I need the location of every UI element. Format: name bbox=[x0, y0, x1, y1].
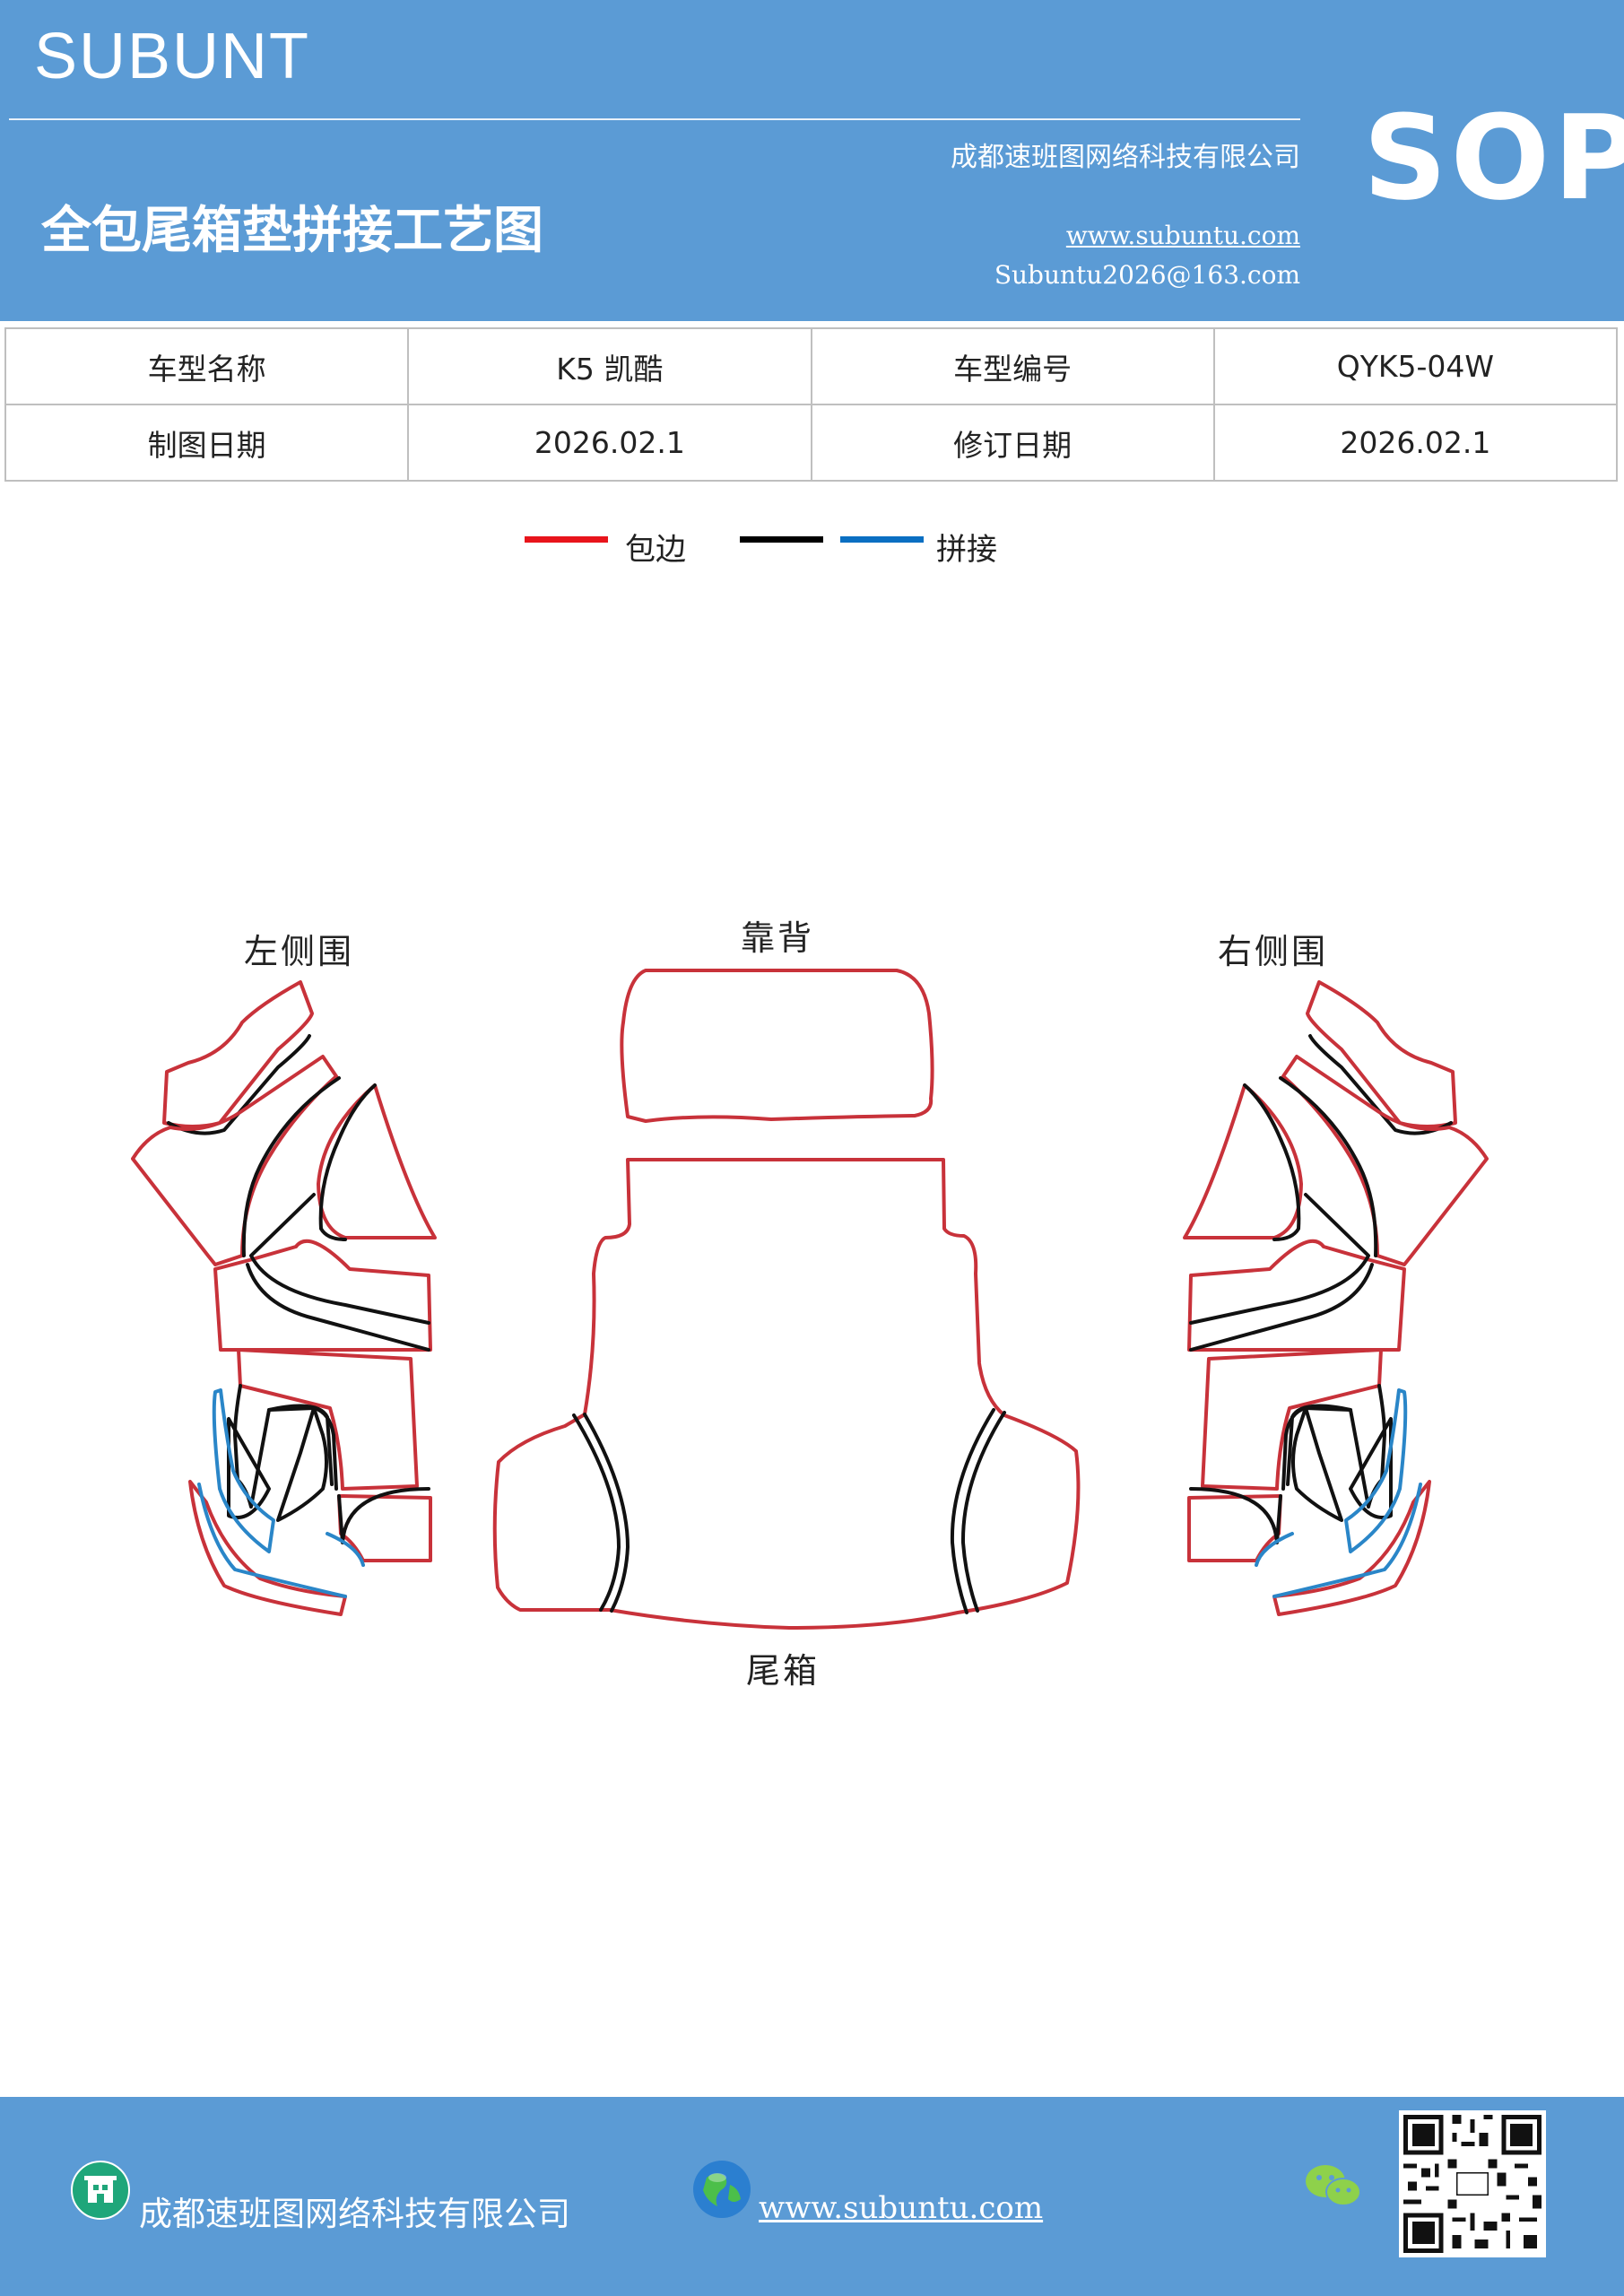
trunk-seam-left-2 bbox=[583, 1413, 630, 1613]
header-divider bbox=[9, 118, 1300, 120]
brand-name: SUBUNT bbox=[34, 21, 311, 92]
legend-label-splice: 拼接 bbox=[936, 532, 997, 568]
right-side-panel bbox=[1183, 980, 1489, 1616]
left-side-panel bbox=[131, 980, 437, 1616]
table-cell: 修订日期 bbox=[810, 404, 1215, 482]
trunk-seam-left bbox=[572, 1413, 621, 1612]
trunk-seam-right bbox=[950, 1408, 995, 1614]
legend-label-edge: 包边 bbox=[625, 532, 686, 568]
building-icon bbox=[71, 2161, 130, 2220]
document-title: 全包尾箱垫拼接工艺图 bbox=[41, 202, 543, 260]
legend-swatch-edge bbox=[525, 536, 608, 543]
footer-website-link[interactable]: www.subuntu.com bbox=[759, 2190, 1044, 2226]
qr-code[interactable] bbox=[1399, 2110, 1546, 2257]
trunk-floor-piece bbox=[492, 1158, 1081, 1630]
email-address: Subuntu2026@163.com bbox=[994, 260, 1300, 290]
pattern-drawing bbox=[131, 969, 1489, 1630]
company-name: 成都速班图网络科技有限公司 bbox=[951, 142, 1300, 173]
legend-swatch-seam bbox=[740, 536, 823, 543]
sop-badge: SOP bbox=[1363, 90, 1624, 226]
table-cell: 2026.02.1 bbox=[1212, 404, 1619, 482]
line-legend: 包边 拼接 bbox=[0, 525, 1624, 578]
backrest-piece bbox=[620, 969, 934, 1123]
trunk-seam-right-2 bbox=[960, 1411, 1006, 1613]
wechat-icon[interactable] bbox=[1302, 2160, 1365, 2213]
table-row: 车型名称 K5 凯酷 车型编号 QYK5-04W bbox=[4, 327, 1619, 405]
label-backrest: 靠背 bbox=[741, 918, 815, 958]
trunk-mat-diagram: 左侧围 靠背 右侧围 尾箱 bbox=[0, 861, 1624, 1713]
footer-company-name: 成都速班图网络科技有限公司 bbox=[139, 2195, 570, 2233]
label-left-side: 左侧围 bbox=[244, 932, 355, 971]
table-cell: 2026.02.1 bbox=[407, 404, 812, 482]
label-right-side: 右侧围 bbox=[1218, 932, 1329, 971]
table-cell: 制图日期 bbox=[4, 404, 410, 482]
footer-banner: 成都速班图网络科技有限公司 www.subuntu.com bbox=[0, 2097, 1624, 2296]
globe-icon bbox=[693, 2161, 751, 2218]
table-row: 制图日期 2026.02.1 修订日期 2026.02.1 bbox=[4, 404, 1619, 482]
table-cell: 车型编号 bbox=[810, 327, 1215, 405]
table-cell: 车型名称 bbox=[4, 327, 410, 405]
website-link[interactable]: www.subuntu.com bbox=[1065, 221, 1300, 250]
legend-swatch-splice bbox=[840, 536, 924, 543]
table-cell: QYK5-04W bbox=[1212, 327, 1619, 405]
header-banner: SUBUNT 成都速班图网络科技有限公司 全包尾箱垫拼接工艺图 www.subu… bbox=[0, 0, 1624, 321]
label-trunk: 尾箱 bbox=[746, 1651, 821, 1691]
table-cell: K5 凯酷 bbox=[407, 327, 812, 405]
vehicle-info-table: 车型名称 K5 凯酷 车型编号 QYK5-04W 制图日期 2026.02.1 … bbox=[4, 327, 1619, 482]
